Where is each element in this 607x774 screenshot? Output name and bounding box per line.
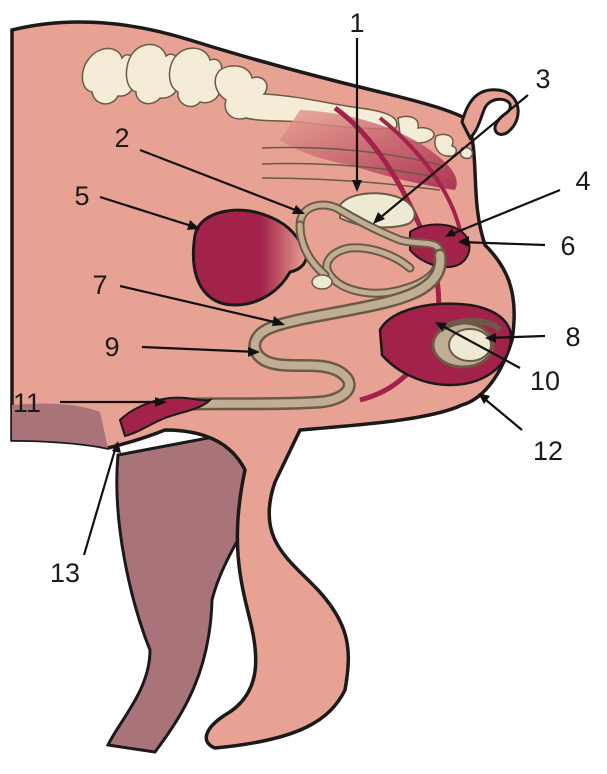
label-1: 1 <box>349 8 364 38</box>
label-8: 8 <box>565 322 580 352</box>
label-3: 3 <box>535 64 550 94</box>
label-9: 9 <box>104 332 119 362</box>
label-12: 12 <box>533 436 563 466</box>
label-10: 10 <box>530 366 560 396</box>
label-11: 11 <box>13 388 41 418</box>
label-2: 2 <box>114 123 129 153</box>
tail-icon <box>462 90 518 138</box>
leader-13 <box>84 443 117 555</box>
urethra-start <box>312 275 332 289</box>
label-5: 5 <box>74 181 89 211</box>
label-7: 7 <box>92 270 107 300</box>
label-6: 6 <box>560 231 575 261</box>
label-13: 13 <box>50 558 80 588</box>
label-4: 4 <box>575 166 590 196</box>
